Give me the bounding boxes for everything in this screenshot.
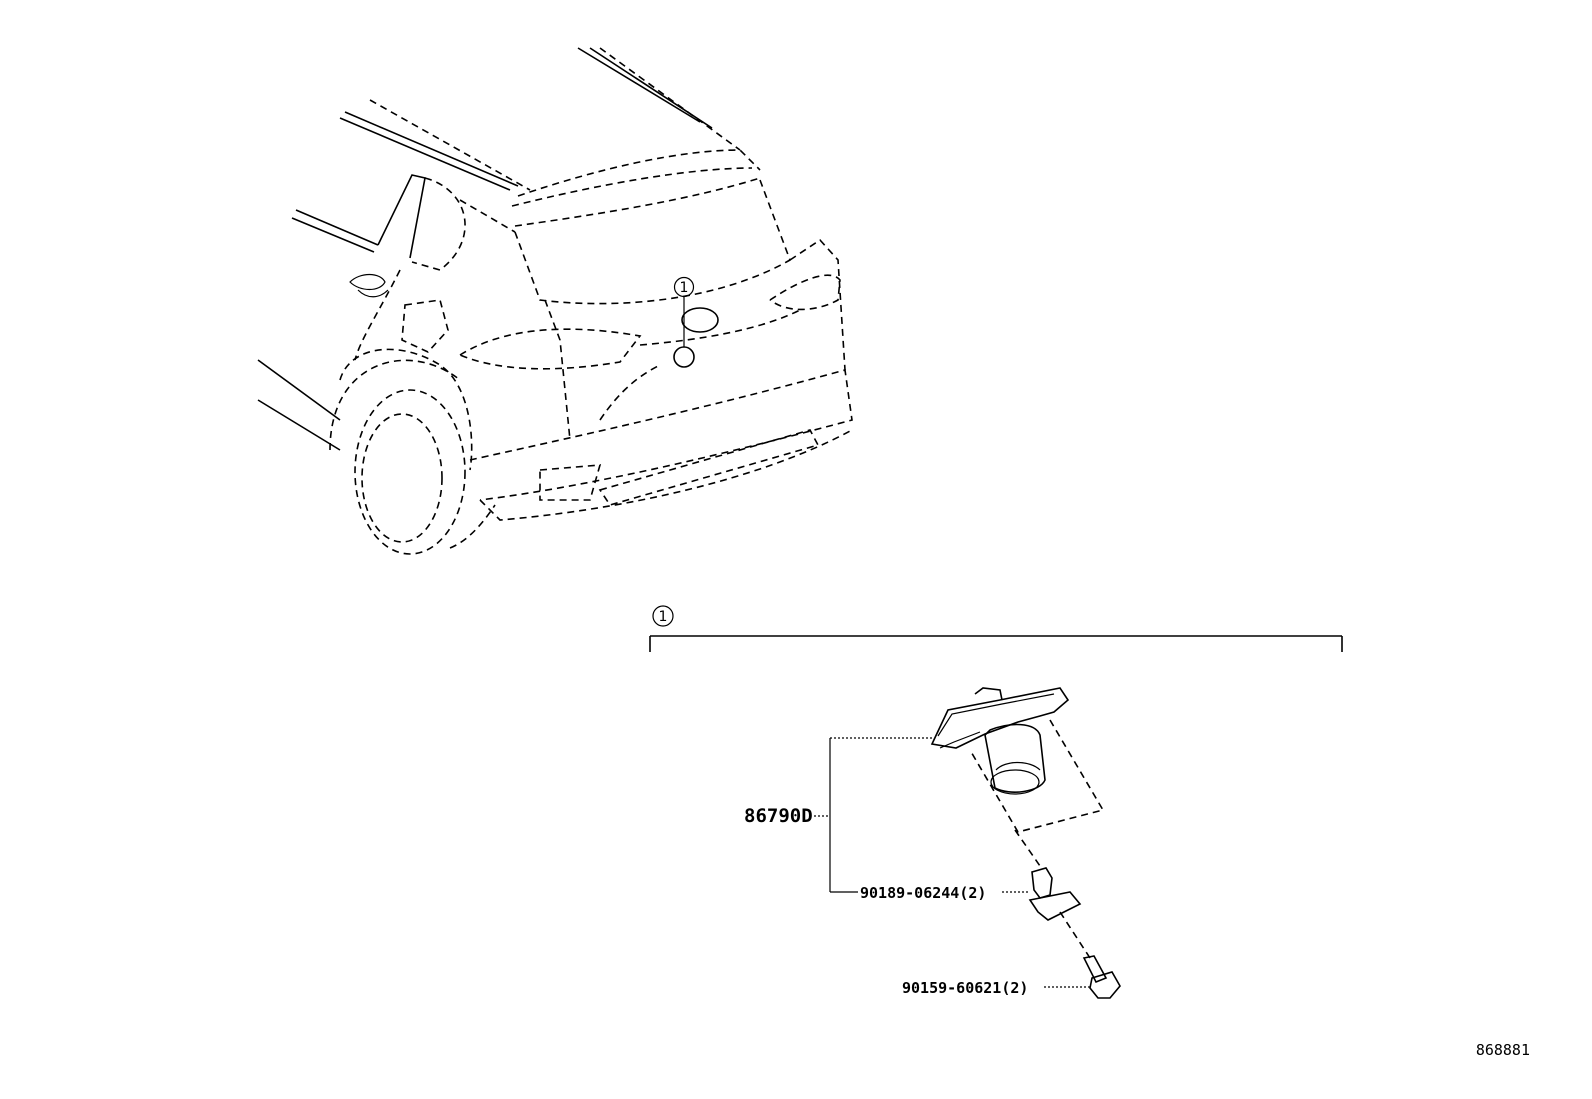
figure-id: 868881 — [1476, 1041, 1530, 1059]
camera-assembly-illustration — [930, 687, 1121, 999]
leader-lines — [814, 737, 1090, 988]
assembly-callout-number: 1 — [659, 609, 668, 625]
part-label-clip-nut: 90189-06244(2) — [860, 884, 986, 902]
vehicle-illustration — [257, 47, 853, 555]
vehicle-callout-number: 1 — [680, 280, 689, 296]
assembly-group-bracket: 1 — [649, 605, 1343, 652]
camera-location-marker — [673, 346, 695, 368]
part-label-bolt: 90159-60621(2) — [902, 979, 1028, 997]
part-label-camera-assembly: 86790D — [744, 805, 813, 827]
vehicle-callout: 1 — [673, 276, 695, 368]
